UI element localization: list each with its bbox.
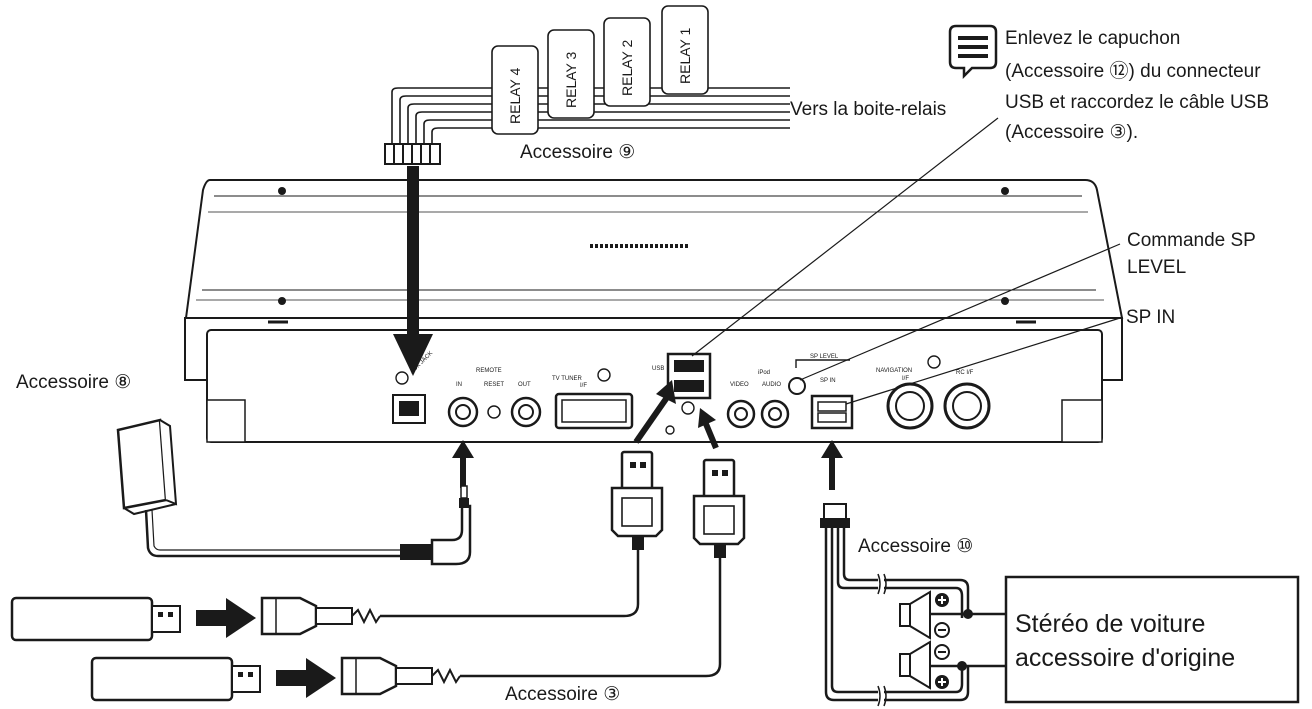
accessoire-3-label: Accessoire ③ xyxy=(505,684,620,705)
tv-tuner-text: TV TUNER xyxy=(552,376,583,382)
tv-tuner-port: TV TUNER I/F xyxy=(552,368,634,430)
navigation-text: NAVIGATION xyxy=(876,368,912,374)
ipod-ports: iPod VIDEO AUDIO xyxy=(726,370,790,429)
stereo-line-1: Stéréo de voiture xyxy=(1015,610,1205,638)
usb-cable-2 xyxy=(460,458,746,678)
tv-tuner-sub-text: I/F xyxy=(580,383,587,389)
vers-boite-relais-label: Vers la boite-relais xyxy=(790,99,946,120)
relay-tag-1: RELAY 1 xyxy=(661,5,709,95)
relay-4-label: RELAY 4 xyxy=(507,67,523,124)
accessory-10-harness xyxy=(820,503,970,707)
polarity-symbols xyxy=(934,593,950,689)
audio-text: AUDIO xyxy=(762,382,781,388)
sp-in-port: SP IN xyxy=(810,378,854,430)
accessoire-9-label: Accessoire ⑨ xyxy=(520,142,635,163)
usb-cable-1 xyxy=(380,450,664,618)
remote-in-text: IN xyxy=(456,382,462,388)
relay-1-label: RELAY 1 xyxy=(677,27,693,84)
accessory-8-jack-plug xyxy=(400,485,472,566)
remote-ports: REMOTE IN RESET OUT xyxy=(447,368,542,428)
video-text: VIDEO xyxy=(730,382,749,388)
speaker-icon-1 xyxy=(899,590,931,640)
arrow-relay-to-aux xyxy=(393,166,433,376)
svg-text:Commande SP: Commande SP xyxy=(1127,230,1256,251)
usb-note-text: Enlevez le capuchon (Accessoire ⑫) du co… xyxy=(1005,28,1269,143)
relay-connector-plug xyxy=(384,143,441,165)
sp-level-label: Commande SP LEVEL xyxy=(1127,230,1256,278)
sp-in-label: SP IN xyxy=(1126,307,1175,328)
sp-level-control: SP LEVEL xyxy=(788,354,850,395)
usb-text: USB xyxy=(652,366,664,372)
remote-out-text: OUT xyxy=(518,382,531,388)
relay-tag-3: RELAY 3 xyxy=(547,29,595,119)
arrow-stick-1 xyxy=(196,598,256,638)
stereo-line-2: accessoire d'origine xyxy=(1015,644,1235,672)
relay-tag-4: RELAY 4 xyxy=(491,45,539,135)
usb-female-end-1 xyxy=(260,596,381,636)
svg-text:Enlevez le capuchon: Enlevez le capuchon xyxy=(1005,28,1180,49)
speaker-icon-2 xyxy=(899,640,931,690)
usb-female-end-2 xyxy=(340,656,461,696)
stereo-box: Stéréo de voiture accessoire d'origine xyxy=(1004,575,1300,704)
svg-text:USB et raccordez le câble USB: USB et raccordez le câble USB xyxy=(1005,92,1269,113)
callout-line-sp-level xyxy=(799,243,1121,381)
navigation-sub-text: I/F xyxy=(902,376,909,382)
speaker-wiring xyxy=(930,609,1006,671)
rc-if-text: RC I/F xyxy=(956,370,974,376)
arrow-to-sp-in xyxy=(821,440,843,490)
svg-text:LEVEL: LEVEL xyxy=(1127,257,1186,278)
callout-line-sp-in xyxy=(845,317,1121,405)
accessory-8-adapter xyxy=(116,418,400,558)
relay-tag-2: RELAY 2 xyxy=(603,17,651,107)
remote-text: REMOTE xyxy=(476,368,502,374)
remote-reset-text: RESET xyxy=(484,382,504,388)
accessoire-8-label: Accessoire ⑧ xyxy=(16,372,131,393)
relay-cable-bundle xyxy=(391,87,790,152)
callout-line-usb xyxy=(691,117,999,357)
sp-level-panel-text: SP LEVEL xyxy=(810,354,839,360)
svg-text:(Accessoire ⑫) du connecteur: (Accessoire ⑫) du connecteur xyxy=(1005,60,1261,82)
arrow-stick-2 xyxy=(276,658,336,698)
speech-bubble-note-icon xyxy=(948,24,998,80)
rc-if-port: RC I/F xyxy=(943,370,991,430)
device-body xyxy=(184,179,1124,443)
arrow-usb-1 xyxy=(633,380,676,444)
relay-2-label: RELAY 2 xyxy=(619,39,635,96)
ipod-text: iPod xyxy=(758,370,770,376)
svg-text:(Accessoire ③).: (Accessoire ③). xyxy=(1005,122,1138,143)
usb-stick-1 xyxy=(10,596,181,642)
accessoire-10-label: Accessoire ⑩ xyxy=(858,536,973,557)
relay-3-label: RELAY 3 xyxy=(563,51,579,108)
usb-stick-2 xyxy=(90,656,261,702)
arrow-usb-2 xyxy=(698,408,719,450)
arrow-to-remote-in xyxy=(452,440,474,488)
usb-port: USB xyxy=(652,352,712,435)
sp-in-panel-text: SP IN xyxy=(820,378,836,384)
